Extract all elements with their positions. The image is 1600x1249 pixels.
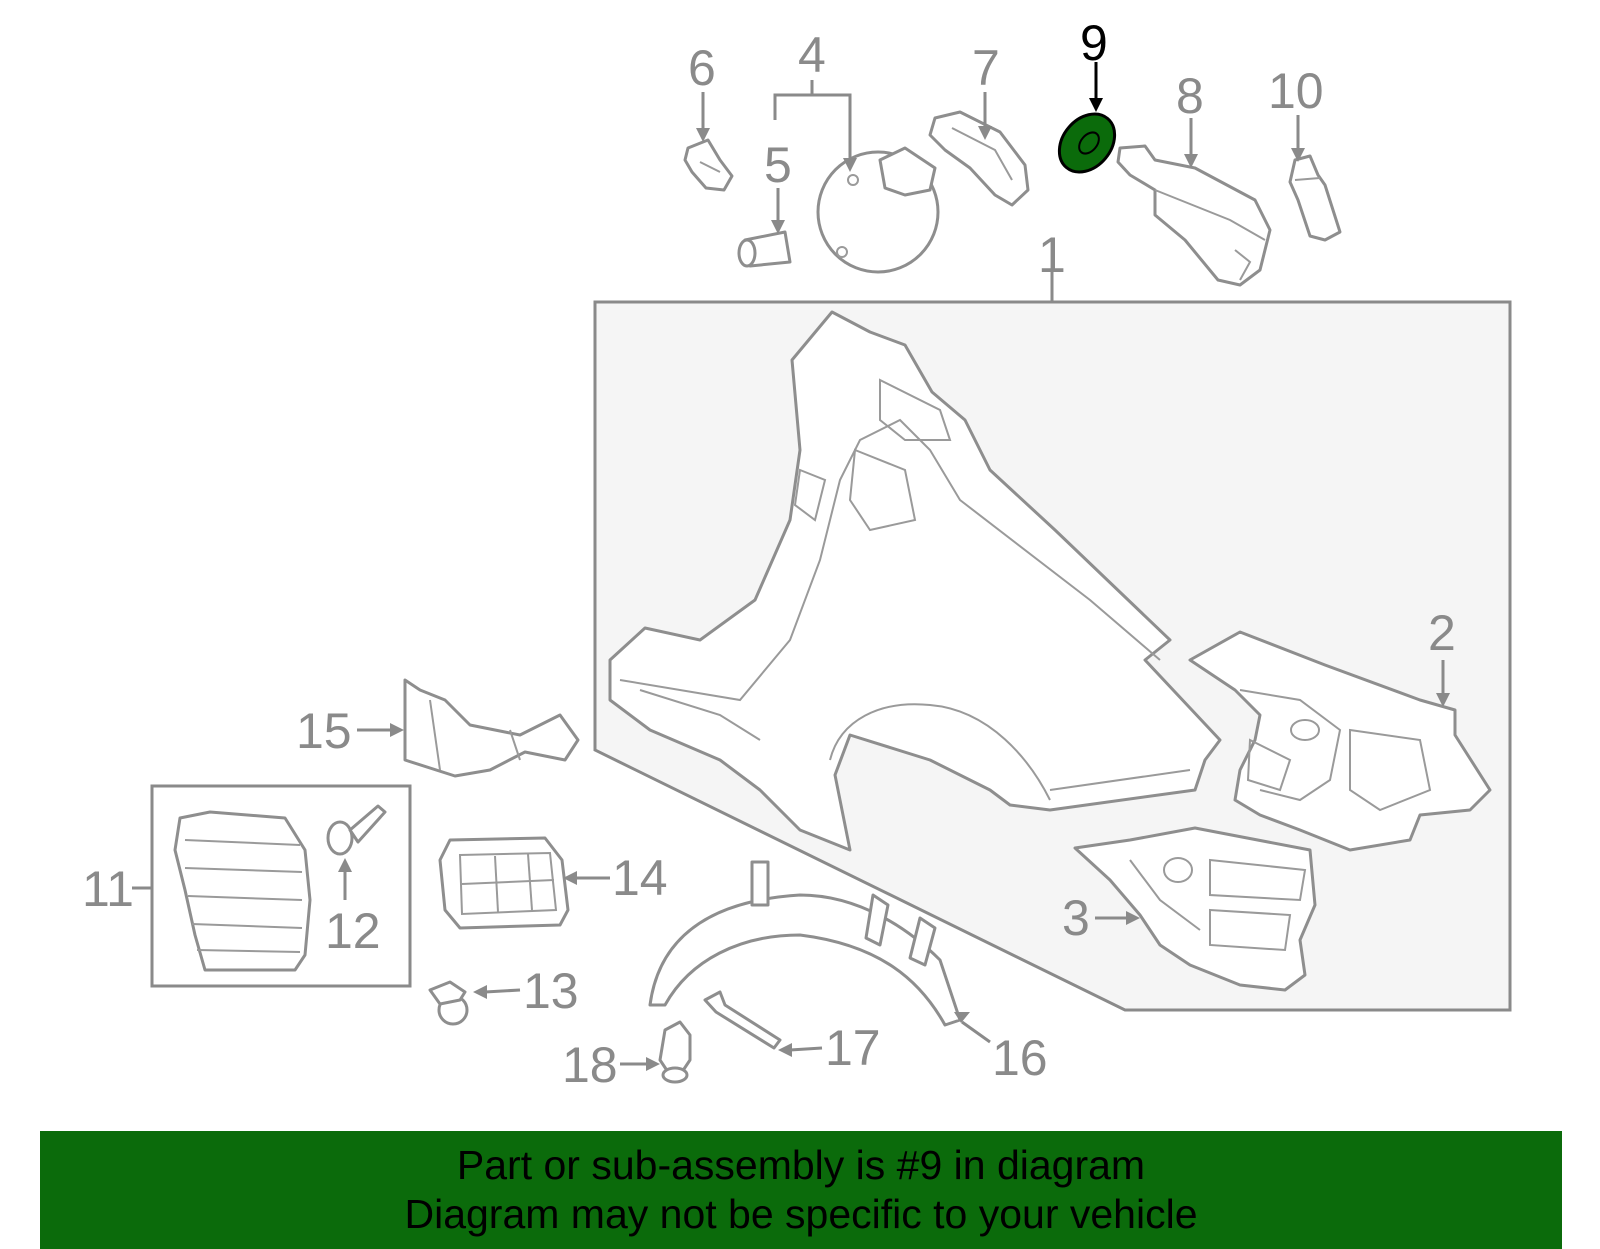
actuator-part-8[interactable] [1116, 144, 1272, 287]
quarter-panel-part[interactable] [608, 310, 1222, 852]
clip-part-13[interactable] [428, 980, 469, 1026]
fuel-door-part-4[interactable] [816, 146, 940, 274]
callout-11: 11 [82, 861, 134, 917]
callout-10: 10 [1268, 63, 1324, 119]
callout-4: 4 [798, 27, 826, 83]
callout-7: 7 [972, 40, 1000, 96]
group-box-11 [150, 784, 412, 988]
banner-line-2: Diagram may not be specific to your vehi… [404, 1191, 1198, 1237]
callout-6: 6 [688, 40, 716, 96]
clip-part-18[interactable] [658, 1020, 692, 1084]
callout-12: 12 [325, 903, 381, 959]
rivet-part-17[interactable] [703, 990, 782, 1050]
callout-3: 3 [1062, 890, 1090, 946]
callout-15: 15 [296, 703, 352, 759]
wheelhouse-part-3[interactable] [1073, 826, 1317, 992]
callout-16: 16 [992, 1030, 1048, 1086]
callout-9: 9 [1080, 15, 1108, 71]
banner-line-1: Part or sub-assembly is #9 in diagram [456, 1142, 1146, 1188]
bumper-part-5[interactable] [737, 230, 792, 268]
callout-1: 1 [1038, 227, 1066, 283]
fuel-door-hinge-part-7[interactable] [928, 110, 1030, 207]
bumper-part-6[interactable] [683, 138, 734, 192]
rear-panel-part-2[interactable] [1188, 630, 1492, 852]
leader-lines [132, 62, 1450, 1071]
callout-8: 8 [1176, 68, 1204, 124]
screw-part-12[interactable] [326, 804, 387, 856]
parts-diagram: 1 2 3 4 5 6 7 8 9 10 11 12 13 14 15 16 1… [82, 15, 1512, 1093]
info-banner: Part or sub-assembly is #9 in diagram Di… [40, 1131, 1562, 1249]
callout-2: 2 [1428, 605, 1456, 661]
callout-18: 18 [562, 1037, 618, 1093]
callout-14: 14 [612, 850, 668, 906]
callout-5: 5 [764, 137, 792, 193]
callout-13: 13 [523, 963, 579, 1019]
bumper-part-10[interactable] [1288, 154, 1342, 242]
bracket-part-15[interactable] [403, 678, 580, 778]
grommet-part-9[interactable] [1048, 103, 1126, 183]
callout-17: 17 [825, 1020, 881, 1076]
grille-part-14[interactable] [438, 836, 570, 930]
panel-part-11[interactable] [173, 810, 312, 972]
